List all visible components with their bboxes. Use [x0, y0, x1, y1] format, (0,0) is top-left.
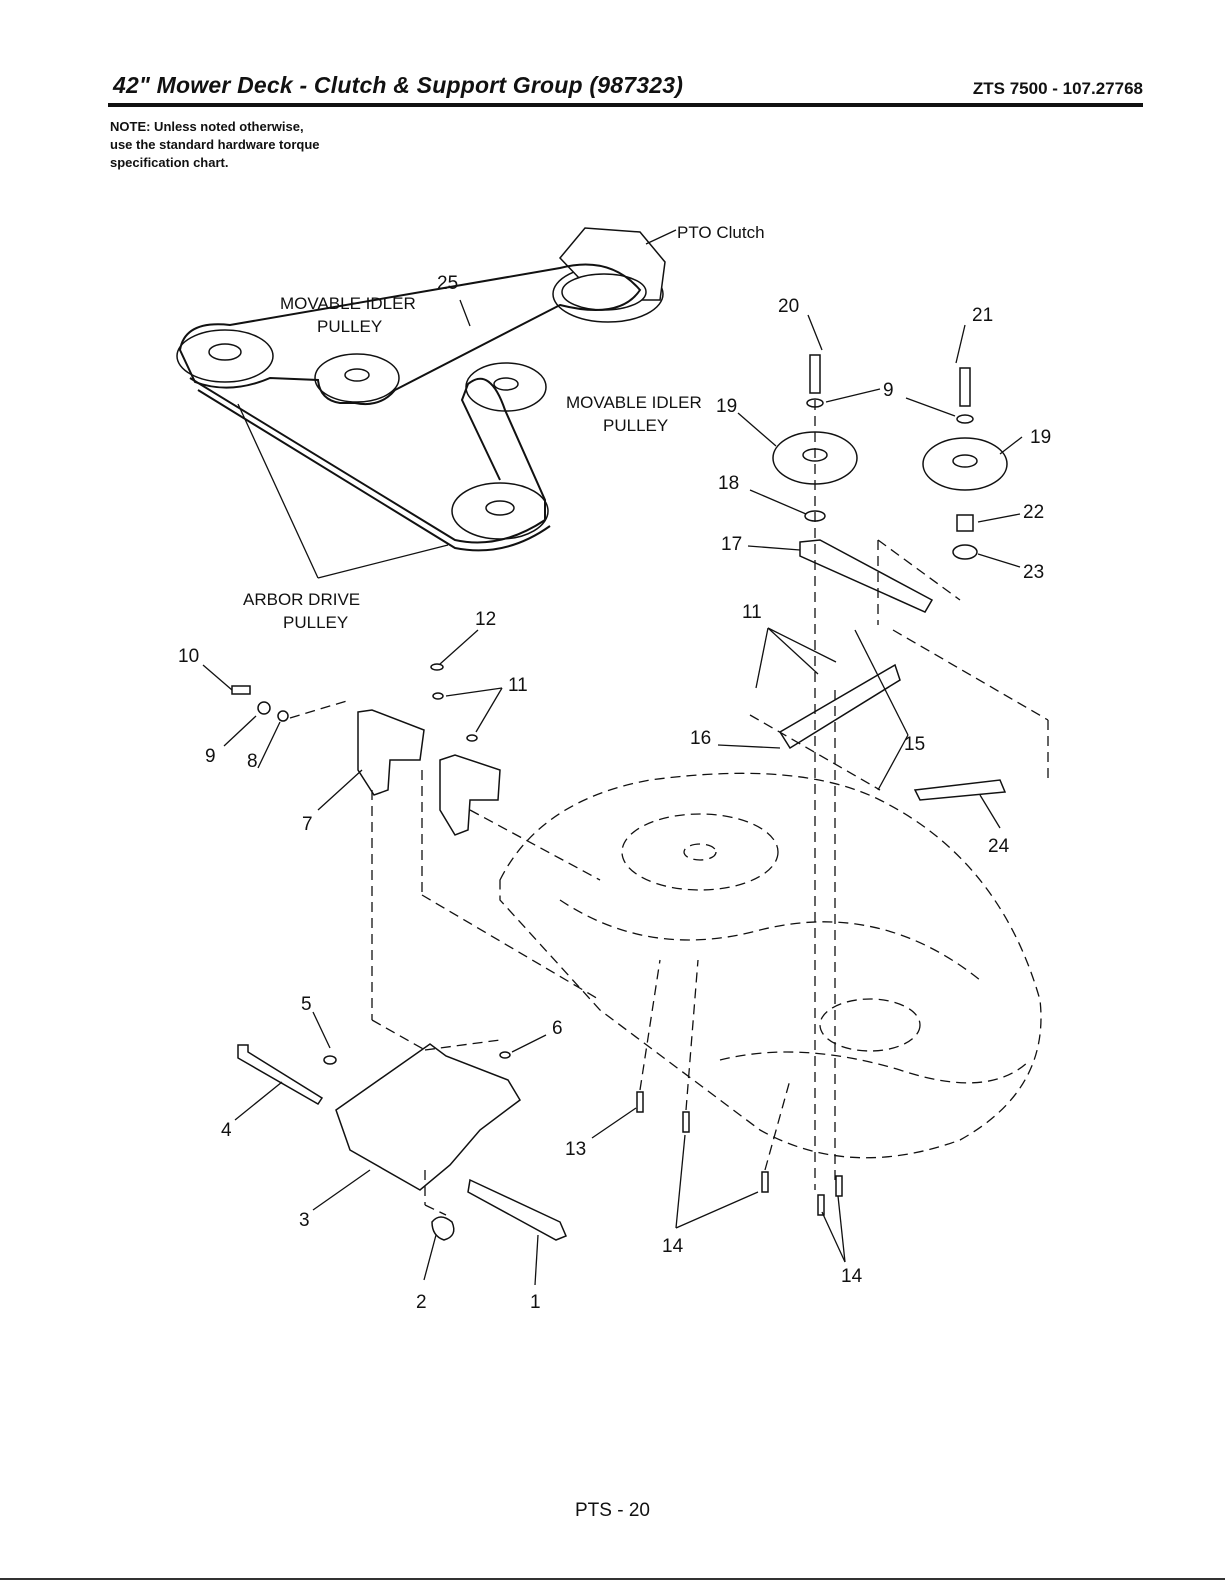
bolt-20	[809, 354, 821, 394]
drive-belt-lower	[189, 377, 546, 544]
page-title: 42" Mower Deck - Clutch & Support Group …	[113, 72, 684, 98]
pin-10	[231, 685, 251, 695]
pto-clutch-hub	[561, 273, 647, 311]
pivot-assembly	[234, 1011, 567, 1286]
nut-11a	[432, 692, 444, 700]
callout-7: 7	[302, 814, 313, 835]
bushing-22	[956, 514, 974, 532]
washer-5	[323, 1055, 337, 1065]
clip-6	[499, 1051, 511, 1059]
bracket-7-left	[357, 709, 425, 796]
idler-bracket	[778, 663, 901, 750]
screw-13	[636, 1091, 644, 1113]
callout-21: 21	[972, 305, 993, 326]
callout-11-left: 11	[508, 675, 528, 696]
support-brackets	[202, 629, 601, 1051]
callout-13: 13	[565, 1139, 586, 1160]
callout-20: 20	[778, 296, 799, 317]
mounting-screws	[591, 959, 846, 1263]
note-line-1: NOTE: Unless noted otherwise,	[110, 119, 304, 134]
callout-14-left: 14	[662, 1236, 684, 1257]
callout-1: 1	[530, 1292, 541, 1313]
callout-9-left: 9	[205, 746, 216, 767]
callout-11-right: 11	[742, 602, 762, 623]
callout-17: 17	[721, 534, 742, 555]
model-number: ZTS 7500 - 107.27768	[972, 79, 1143, 98]
callout-5: 5	[301, 994, 312, 1015]
washer-9-right	[956, 414, 974, 424]
callout-23: 23	[1023, 562, 1044, 583]
label-arbor-drive-line2: PULLEY	[283, 613, 348, 632]
callout-3: 3	[299, 1210, 310, 1231]
note-line-3: specification chart.	[110, 155, 229, 170]
callout-18: 18	[718, 473, 739, 494]
label-movable-idler-2-line1: MOVABLE IDLER	[566, 393, 702, 412]
bracket-7-right	[439, 754, 501, 836]
callout-9-right: 9	[883, 380, 894, 401]
callout-19-left: 19	[716, 396, 737, 417]
callout-16: 16	[690, 728, 711, 749]
spring-2	[431, 1216, 455, 1241]
label-arbor-drive-line1: ARBOR DRIVE	[243, 590, 360, 609]
label-movable-idler-2-line2: PULLEY	[603, 416, 668, 435]
page-number: PTS - 20	[575, 1500, 650, 1521]
pivot-pin-1	[467, 1178, 567, 1241]
callout-12: 12	[475, 609, 496, 630]
nut-11b	[466, 734, 478, 742]
callout-10: 10	[178, 646, 199, 667]
arbor-pulley-right-hub	[485, 500, 515, 516]
callout-22: 22	[1023, 502, 1044, 523]
callout-6: 6	[552, 1018, 563, 1039]
mower-deck	[499, 772, 1042, 1159]
spring-24	[913, 779, 1007, 801]
callout-8: 8	[247, 751, 258, 772]
clip-8	[277, 710, 289, 722]
screw-14b	[761, 1171, 769, 1193]
pivot-bracket-3	[335, 1043, 521, 1191]
header-divider	[108, 103, 1143, 107]
washer-23	[952, 544, 978, 560]
torque-note: NOTE: Unless noted otherwise, use the st…	[110, 118, 320, 172]
drive-belt-edge	[197, 389, 551, 552]
drive-belt-upper	[178, 263, 642, 406]
belt-assembly	[176, 227, 677, 579]
bolt-21	[959, 367, 971, 407]
callout-25: 25	[437, 273, 458, 294]
screw-14a	[682, 1111, 690, 1133]
deck-spindle-right	[819, 998, 921, 1052]
label-movable-idler-1-line2: PULLEY	[317, 317, 382, 336]
label-movable-idler-1-line1: MOVABLE IDLER	[280, 294, 416, 313]
screw-14c	[817, 1194, 825, 1216]
deck-spindle-left	[621, 813, 779, 891]
idler-arm-17	[799, 539, 934, 613]
callout-2: 2	[416, 1292, 427, 1313]
label-pto-clutch: PTO Clutch	[677, 223, 765, 242]
arbor-pulley-left-hub	[208, 343, 242, 361]
idler-pulley-stacks	[717, 314, 1049, 1190]
note-line-2: use the standard hardware torque	[110, 137, 320, 152]
nut-12	[430, 663, 444, 671]
screw-14d	[835, 1175, 843, 1197]
rod-4	[237, 1044, 324, 1106]
callout-4: 4	[221, 1120, 232, 1141]
bottom-divider	[0, 1578, 1225, 1580]
callout-14-right: 14	[841, 1266, 863, 1287]
callout-19-right: 19	[1030, 427, 1051, 448]
callout-24: 24	[988, 836, 1010, 857]
movable-idler-1-hub	[344, 368, 370, 382]
deck-outline	[499, 772, 1042, 1159]
callout-15: 15	[904, 734, 925, 755]
movable-idler-2-hub	[493, 377, 519, 391]
washer-9	[257, 701, 271, 715]
idler-pulley-19-right-hub	[952, 454, 978, 468]
